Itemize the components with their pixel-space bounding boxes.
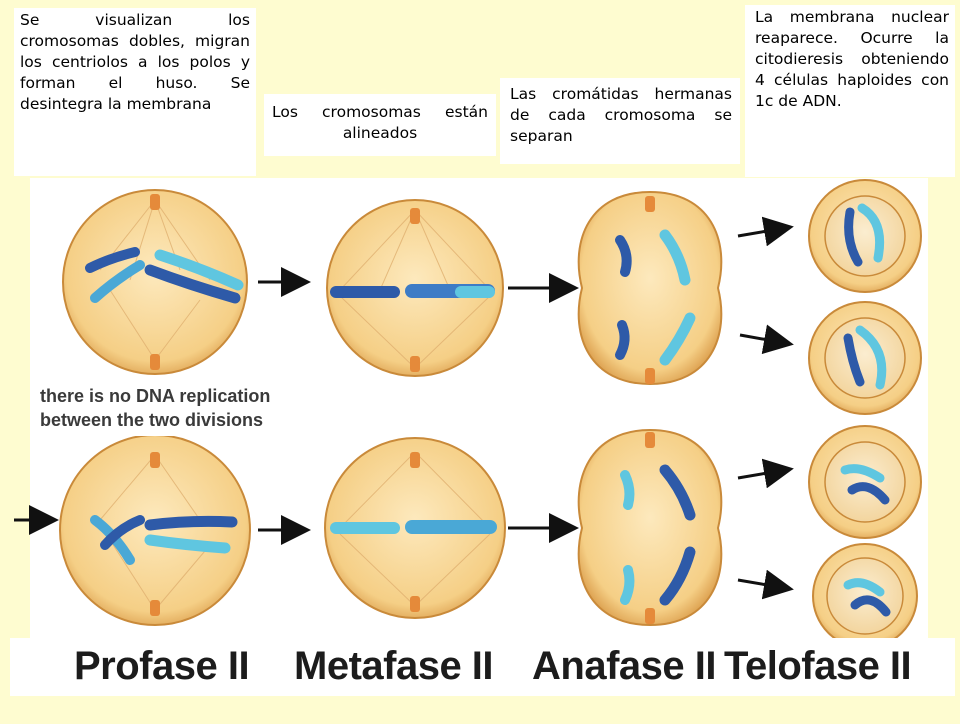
prophase-cell-bottom — [59, 434, 251, 626]
arrow — [739, 324, 794, 355]
note-anafase: Las cromátidas hermanas de cada cromosom… — [500, 78, 740, 164]
centriole — [410, 208, 420, 224]
telophase-cell-1 — [808, 179, 922, 293]
centriole — [150, 354, 160, 370]
metaphase-cell-top — [326, 199, 504, 377]
anaphase-cell-bottom — [577, 428, 723, 627]
centriole — [150, 452, 160, 468]
centriole — [645, 196, 655, 212]
chromosome — [144, 515, 238, 554]
phase-label-profase: Profase II — [74, 644, 250, 688]
caption-box — [34, 384, 302, 436]
chromosome — [85, 247, 145, 303]
centriole — [410, 356, 420, 372]
chromatid — [620, 470, 635, 510]
note-profase: Se visualizan los cromosomas dobles, mig… — [14, 8, 256, 176]
arrow — [737, 458, 794, 489]
caption-line-2: between the two divisions — [40, 410, 263, 430]
chromatid — [620, 565, 635, 605]
anaphase-cell-top — [577, 190, 723, 386]
phase-label-metafase: Metafase II — [294, 644, 494, 688]
centriole — [645, 432, 655, 448]
chromatid — [659, 464, 696, 521]
phase-label-anafase: Anafase II — [532, 644, 716, 688]
arrow — [737, 569, 794, 600]
telophase-cell-4 — [812, 543, 918, 649]
phase-labels-bar: Profase II Metafase II Anafase II Telofa… — [10, 638, 955, 696]
metaphase-cell-bottom — [324, 437, 506, 619]
chromatid — [659, 546, 696, 606]
chromosome — [405, 520, 497, 534]
chromatid — [615, 320, 630, 360]
caption-line-1: there is no DNA replication — [40, 386, 270, 406]
centriole — [150, 194, 160, 210]
centriole — [410, 452, 420, 468]
arrow — [737, 216, 794, 247]
chromatid — [659, 312, 696, 366]
centriole — [150, 600, 160, 616]
chromosome — [330, 286, 400, 298]
centriole — [645, 368, 655, 384]
chromosome — [144, 249, 244, 304]
chromosome — [330, 522, 400, 534]
note-telofase: La membrana nuclear reaparece. Ocurre la… — [745, 5, 955, 177]
centriole — [410, 596, 420, 612]
phase-label-telofase: Telofase II — [724, 644, 912, 688]
centriole — [645, 608, 655, 624]
telophase-cell-2 — [808, 301, 922, 415]
chromatid — [659, 229, 691, 286]
chromosome — [90, 515, 145, 565]
chromatid — [615, 235, 632, 277]
note-metafase: Los cromosomas están alineados — [264, 94, 496, 156]
telophase-cell-3 — [808, 425, 922, 539]
prophase-cell-top — [62, 189, 248, 375]
